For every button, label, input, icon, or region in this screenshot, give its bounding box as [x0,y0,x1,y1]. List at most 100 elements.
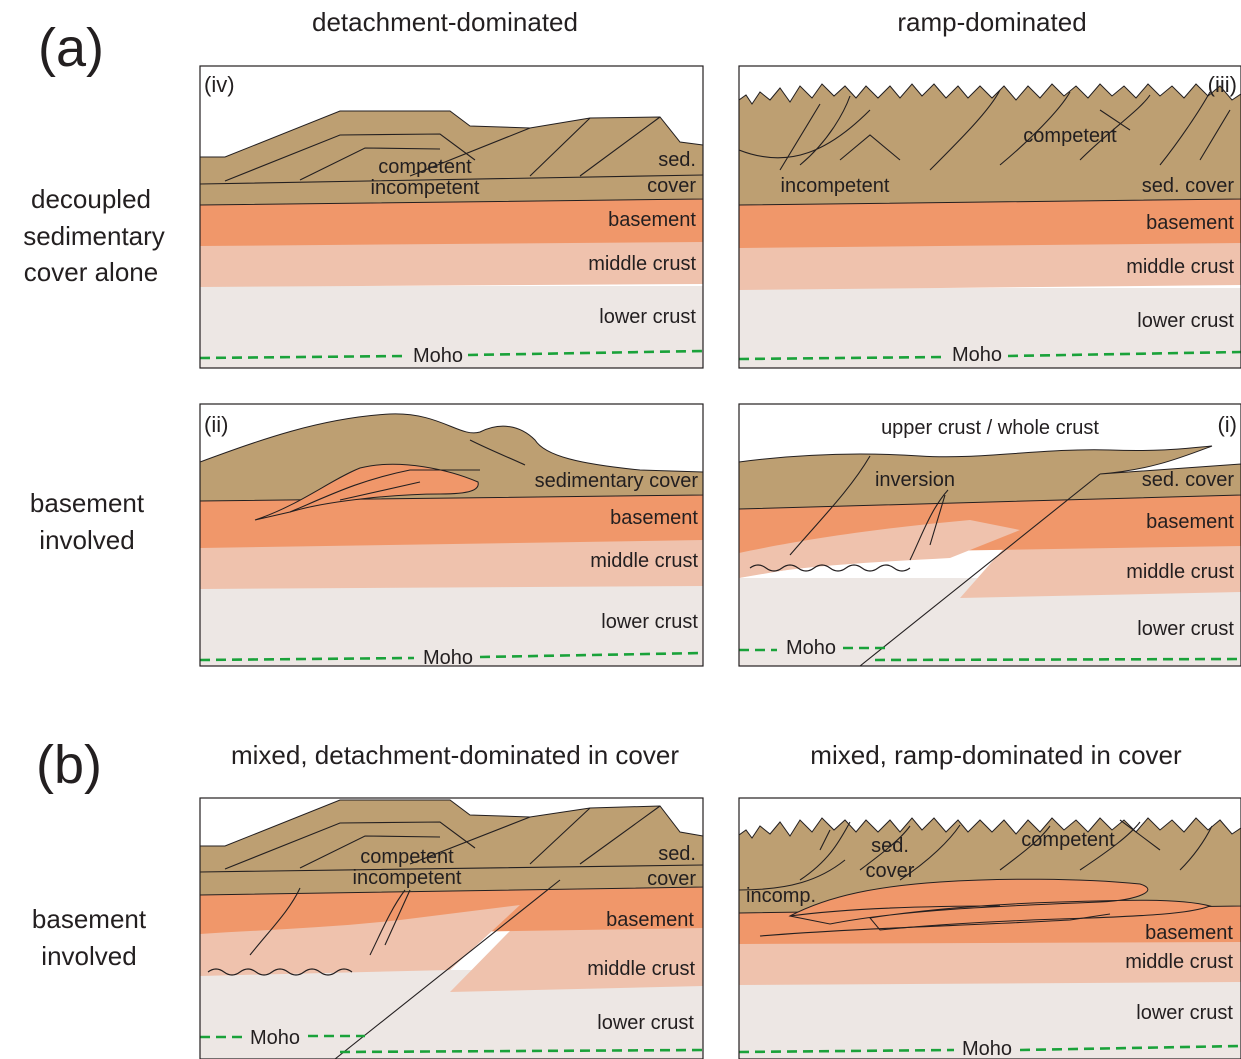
column-title-mixed-detachment: mixed, detachment-dominated in cover [231,740,679,770]
middle-crust-layer [739,940,1241,985]
basement-fault [859,473,1101,666]
row-label-decoupled-line-2: sedimentary [23,221,165,251]
ramp-thrust-faults [739,819,1213,891]
moho-label: Moho [250,1027,300,1049]
row-label-decoupled: decoupled sedimentary cover alone [23,184,165,287]
column-title-ramp: ramp-dominated [897,7,1086,37]
panel-i-frame [738,403,1241,667]
row-label-decoupled-line-1: decoupled [31,184,151,214]
incompetent-label: incompetent [371,177,480,199]
lower-crust-label: lower crust [1137,618,1234,640]
panel-i: (i) upper crust / whole crust inversion … [738,403,1241,667]
ramp-thrust-faults [739,89,1231,171]
middle-crust-label: middle crust [1125,951,1233,973]
basement-thrusts [759,905,1111,937]
ductile-zone [207,968,353,976]
panel-iii-frame [738,65,1241,369]
row-label-basement-a-line-2: involved [39,525,134,555]
panel-iii: (iii) competent incompetent sed. cover b… [738,65,1241,369]
incompetent-label: incompetent [353,867,462,889]
sed-cover-label: sed. cover [1142,175,1235,197]
panel-ii: (ii) sedimentary cover basement middle c… [199,403,704,669]
moho-label: Moho [786,637,836,659]
panel-ii-frame [199,403,704,667]
lower-crust-label: lower crust [1137,310,1234,332]
basement-label: basement [1145,922,1233,944]
basement-thrust-sheets [788,878,1212,931]
sedimentary-cover-layer [200,413,703,502]
basement-layer [200,886,703,936]
basement-label: basement [1146,212,1234,234]
sed-label: sed. [871,835,909,857]
middle-crust-label: middle crust [588,253,696,275]
middle-crust-label: middle crust [590,550,698,572]
panel-iv: (iv) competent incompetent sed. cover ba… [199,65,704,369]
hanging-wall-basement [200,905,520,976]
panel-b-left-frame [199,797,704,1059]
panel-number: (iv) [204,72,235,97]
moho-label: Moho [423,647,473,669]
middle-crust-layer [200,880,703,992]
row-label-basement-b-line-2: involved [41,941,136,971]
part-a-letter: (a) [38,18,104,78]
sedimentary-cover-label: sedimentary cover [535,470,699,492]
sed-label: sed. [658,843,696,865]
panel-b-left: competent incompetent sed. cover basemen… [199,797,704,1059]
competent-label: competent [1021,829,1115,851]
basement-thrust-sheet [254,463,479,521]
column-title-detachment: detachment-dominated [312,7,578,37]
panel-number: (iii) [1208,72,1237,97]
incompetent-label: incompetent [781,175,890,197]
moho-line [739,350,1241,361]
basement-label: basement [610,507,698,529]
moho-line [200,651,703,662]
cover-label: cover [647,175,696,197]
competent-label: competent [378,156,472,178]
middle-crust-label: middle crust [1126,256,1234,278]
lower-crust-label: lower crust [597,1012,694,1034]
row-label-basement-b: basement involved [32,904,147,971]
sed-label: sed. [658,149,696,171]
middle-crust-label: middle crust [587,958,695,980]
sed-cover-label: sed. cover [1142,469,1235,491]
middle-crust-layer [200,240,703,287]
panel-number: (ii) [204,412,228,437]
ductile-zone [749,564,911,572]
column-title-mixed-ramp: mixed, ramp-dominated in cover [810,740,1182,770]
lower-crust-label: lower crust [601,611,698,633]
moho-label: Moho [413,345,463,367]
sedimentary-cover-layer [739,83,1241,206]
panel-iv-frame [199,65,704,369]
moho-label: Moho [962,1038,1012,1059]
inversion-label: inversion [875,469,955,491]
middle-crust-layer [200,538,703,589]
detachment-thrust-sheets [200,805,703,873]
panel-b-right-frame [738,797,1241,1059]
row-label-basement-a: basement involved [30,488,145,555]
detachment-thrust-sheets [200,116,703,185]
moho-line [739,646,1241,662]
competent-label: competent [1023,125,1117,147]
basement-fault [334,879,561,1059]
competent-label: competent [360,846,454,868]
lower-crust-label: lower crust [599,306,696,328]
middle-crust-layer [739,241,1241,290]
lower-crust-layer [739,982,1241,1059]
basement-label: basement [606,909,694,931]
lower-crust-layer [200,586,703,666]
cover-label: cover [866,860,915,882]
part-b-letter: (b) [36,735,102,795]
middle-crust-label: middle crust [1126,561,1234,583]
inversion-faults [249,887,411,956]
hanging-wall-basement [739,520,1020,578]
basement-layer [200,198,703,246]
row-label-basement-b-line-1: basement [32,904,147,934]
basement-label: basement [1146,511,1234,533]
lower-crust-layer [200,286,703,368]
basement-layer [739,198,1241,248]
moho-line [200,1034,703,1054]
sedimentary-cover-layer [739,445,1241,510]
inversion-faults [789,455,949,561]
cover-thrusts [289,439,526,513]
